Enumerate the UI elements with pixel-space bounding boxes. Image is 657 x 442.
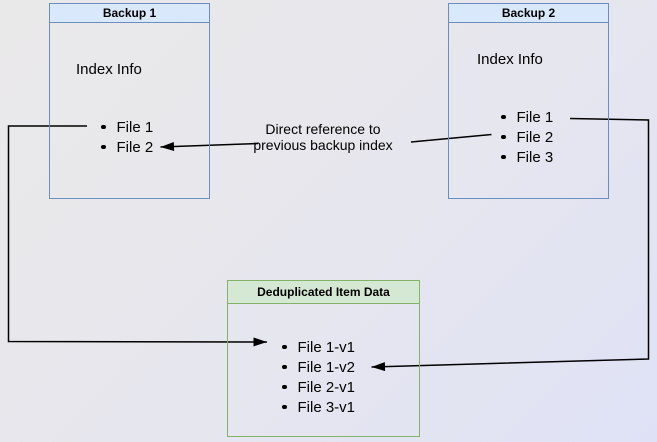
file-list-item: File 3	[501, 147, 553, 167]
bullet-icon	[282, 364, 287, 370]
file-list-item: File 2	[101, 137, 153, 157]
file-list-item: File 1	[501, 107, 553, 127]
file-list-item: File 1-v2	[282, 357, 355, 377]
file-list-item: File 1-v1	[282, 337, 355, 357]
edge-label: Direct reference to previous backup inde…	[243, 121, 403, 153]
bullet-icon	[101, 144, 106, 150]
backup1-index-info-label: Index Info	[76, 61, 142, 78]
edge-label-line2: previous backup index	[253, 136, 393, 153]
file-list-item: File 2-v1	[282, 377, 355, 397]
file-list-item: File 1	[101, 117, 153, 137]
bullet-icon	[101, 124, 106, 130]
bullet-icon	[282, 384, 287, 390]
backup2-title: Backup 2	[449, 4, 608, 23]
edge-label-line1: Direct reference to	[265, 121, 381, 137]
bullet-icon	[282, 344, 287, 350]
bullet-icon	[501, 154, 506, 160]
dedup-title: Deduplicated Item Data	[228, 281, 419, 304]
file-list-item: File 2	[501, 127, 553, 147]
bullet-icon	[501, 114, 506, 120]
file-list-item: File 3-v1	[282, 397, 355, 417]
backup2-index-info-label: Index Info	[477, 51, 543, 68]
bullet-icon	[501, 134, 506, 140]
backup1-title: Backup 1	[50, 4, 209, 23]
bullet-icon	[282, 404, 287, 410]
